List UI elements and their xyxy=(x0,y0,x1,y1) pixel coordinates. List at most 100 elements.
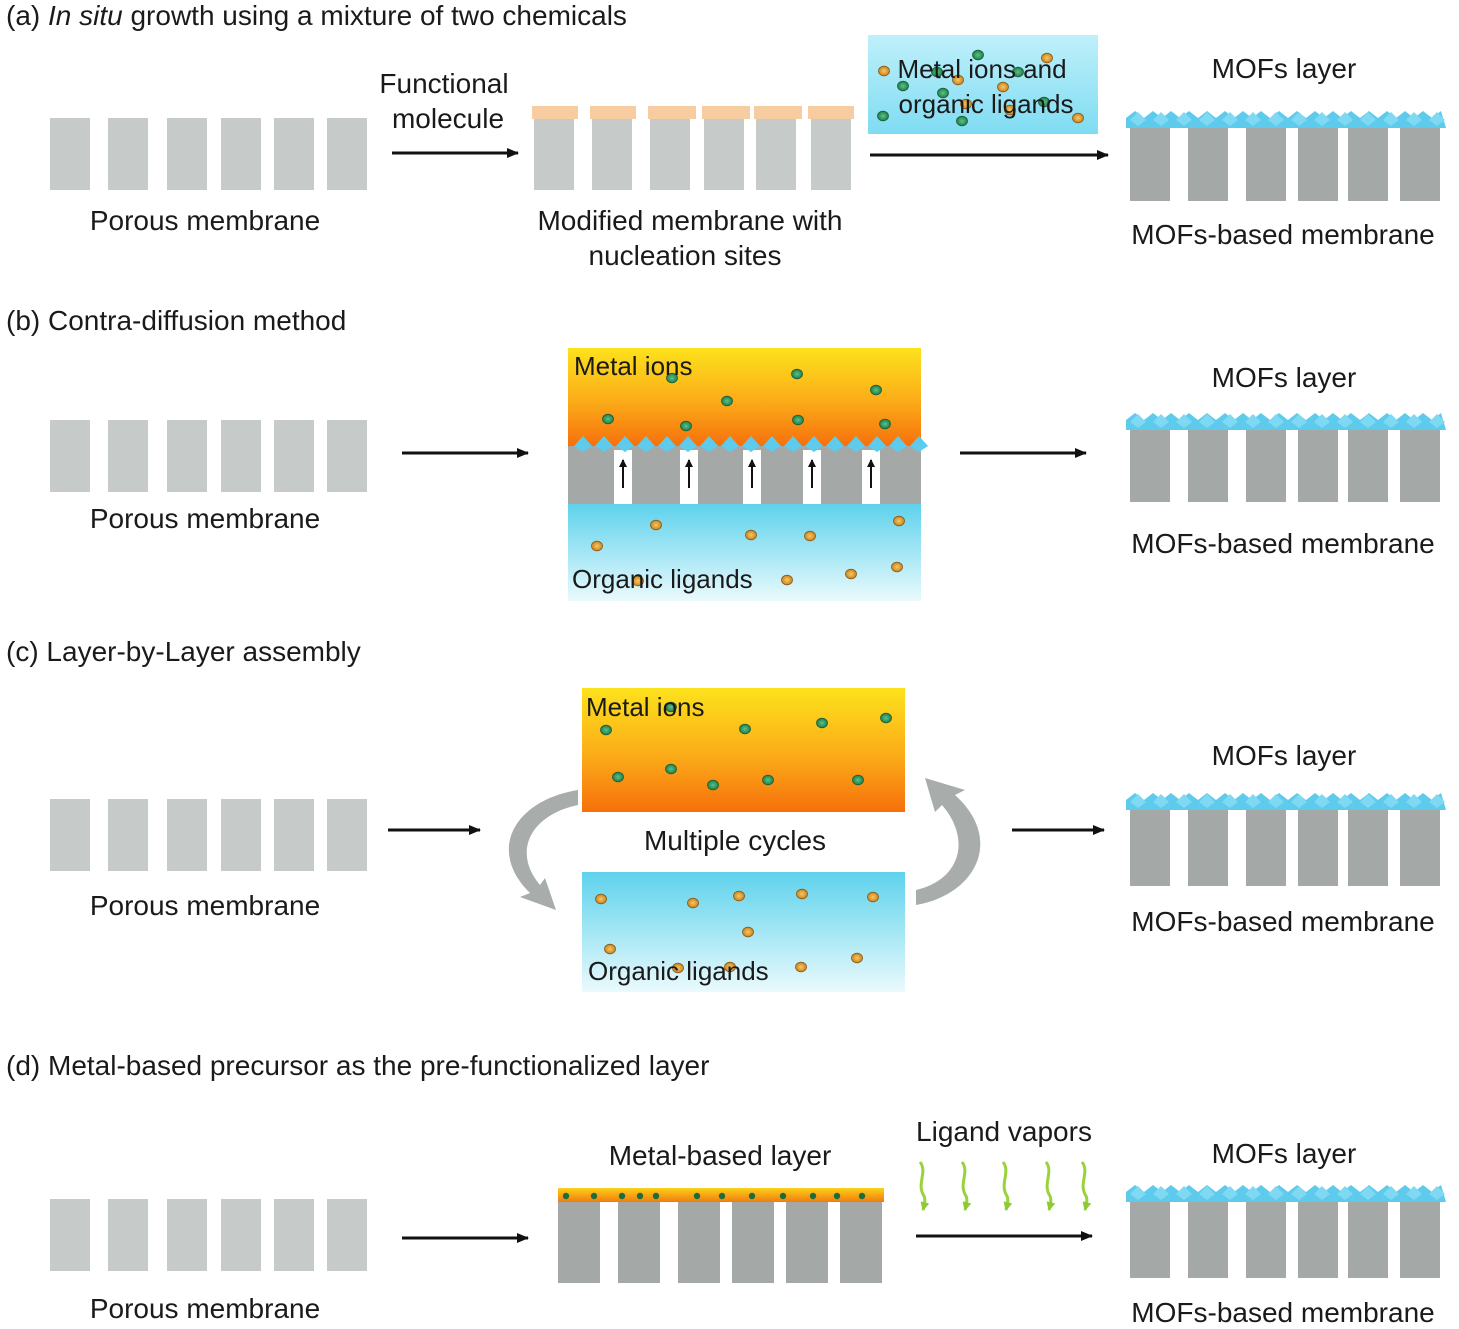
ligand-dot xyxy=(672,962,684,974)
modified-pore-wall xyxy=(650,118,690,190)
panel-c-particle xyxy=(851,952,863,964)
panel-d-porous-label: Porous membrane xyxy=(89,1293,321,1324)
metal-layer-dot xyxy=(693,1192,701,1200)
mof-membrane-column xyxy=(1188,426,1228,502)
mof-crystal xyxy=(1268,794,1284,808)
metal-ion-dot xyxy=(877,110,889,122)
metal-ion-dot xyxy=(956,115,968,127)
panel-c-porous-label: Porous membrane xyxy=(89,890,321,921)
mof-crystal xyxy=(1314,112,1330,126)
panel-d-vapor-label: Ligand vapors xyxy=(916,1116,1092,1147)
panel-a-mofs-membrane xyxy=(1126,111,1446,201)
porous-pore-wall xyxy=(274,118,314,190)
mof-membrane-column xyxy=(1348,426,1388,502)
ligand-dot xyxy=(893,515,905,527)
panel-b-porous-membrane xyxy=(50,420,367,492)
panel-b-particle xyxy=(891,561,903,573)
panel-d-mofs-membrane-label: MOFs-based membrane xyxy=(1131,1297,1435,1328)
panel-c-title: (c) Layer-by-Layer assembly xyxy=(6,636,361,667)
panel-c-ligand-label: Organic ligands xyxy=(588,956,769,986)
panel-a-particle xyxy=(1012,66,1024,78)
mof-crystal xyxy=(1199,112,1215,126)
porous-pore-wall xyxy=(50,1199,90,1271)
ligand-dot xyxy=(1072,112,1084,124)
porous-pore-wall xyxy=(167,1199,207,1271)
metal-layer-dot xyxy=(636,1192,644,1200)
panel-c-particle xyxy=(733,890,745,902)
metal-ion-dot xyxy=(931,66,943,78)
metal-layer-dot xyxy=(562,1192,570,1200)
panel-a-particle xyxy=(956,115,968,127)
panel-b-ligand-solution xyxy=(568,504,921,601)
panel-b-mof-crystal xyxy=(721,436,739,452)
ligand-dot xyxy=(650,519,662,531)
metal-ion-dot xyxy=(600,724,612,736)
panel-c-particle xyxy=(687,897,699,909)
panel-b-mof-crystal xyxy=(574,436,592,452)
panel-d-ligand-vapor xyxy=(1001,1161,1013,1212)
metal-layer-dot xyxy=(652,1192,660,1200)
panel-c-particle xyxy=(612,771,624,783)
porous-pore-wall xyxy=(167,799,207,871)
mof-crystal xyxy=(1222,112,1238,126)
ligand-dot xyxy=(891,561,903,573)
nucleation-site xyxy=(808,106,854,119)
mof-membrane-column xyxy=(1400,806,1440,886)
panel-a-porous-label: Porous membrane xyxy=(89,205,321,236)
panel-c-particle xyxy=(796,888,808,900)
metal-ion-dot xyxy=(665,701,677,713)
mof-crystal xyxy=(1360,112,1376,126)
mof-crystal xyxy=(1222,414,1238,428)
panel-b-mofs-membrane xyxy=(1126,413,1446,502)
mof-crystal xyxy=(1291,112,1307,126)
panel-b-mof-crystal xyxy=(910,436,928,452)
mof-membrane-column xyxy=(1246,806,1286,886)
modified-pore-wall xyxy=(592,118,632,190)
mof-membrane-column xyxy=(1188,1198,1228,1278)
porous-pore-wall xyxy=(274,420,314,492)
panel-b-particle xyxy=(721,395,733,407)
porous-pore-wall xyxy=(327,420,367,492)
mof-crystal xyxy=(1130,112,1146,126)
mof-crystal xyxy=(1429,414,1445,428)
panel-b-particle xyxy=(591,540,603,552)
panel-b-mof-crystal xyxy=(679,436,697,452)
mof-crystal xyxy=(1337,414,1353,428)
panel-b-title: (b) Contra-diffusion method xyxy=(6,305,347,336)
metal-ion-dot xyxy=(880,712,892,724)
panel-c-porous-membrane xyxy=(50,799,367,871)
mof-crystal xyxy=(1406,414,1422,428)
mof-membrane-column xyxy=(1130,426,1170,502)
metal-ion-dot xyxy=(739,723,751,735)
panel-a-particle xyxy=(877,110,889,122)
panel-a-solution-label-2: organic ligands xyxy=(898,89,1074,119)
panel-b-particle xyxy=(870,384,882,396)
panel-a-title-rest: growth using a mixture of two chemicals xyxy=(122,0,627,31)
mof-crystal xyxy=(1130,1186,1146,1200)
mof-crystal xyxy=(1199,414,1215,428)
metal-membrane-column xyxy=(840,1200,882,1283)
panel-c-mofs-layer-label: MOFs layer xyxy=(1211,740,1357,771)
porous-pore-wall xyxy=(327,799,367,871)
ligand-dot xyxy=(742,926,754,938)
mof-crystal xyxy=(1314,1186,1330,1200)
mof-membrane-column xyxy=(1298,1198,1338,1278)
nucleation-site xyxy=(590,106,636,119)
panel-b-ligand-label: Organic ligands xyxy=(572,564,753,594)
panel-a-title-prefix: (a) xyxy=(6,0,48,31)
mof-membrane-column xyxy=(1348,806,1388,886)
mof-crystal xyxy=(1245,112,1261,126)
porous-pore-wall xyxy=(50,118,90,190)
panel-c-particle xyxy=(880,712,892,724)
mof-crystal xyxy=(1291,1186,1307,1200)
mof-crystal xyxy=(1406,794,1422,808)
panel-b-mof-crystal xyxy=(889,436,907,452)
panel-b-particle xyxy=(602,413,614,425)
metal-ion-dot xyxy=(792,414,804,426)
ligand-dot xyxy=(845,568,857,580)
metal-ion-dot xyxy=(666,372,678,384)
mof-membrane-column xyxy=(1130,806,1170,886)
panel-c-particle xyxy=(795,961,807,973)
metal-layer-dot xyxy=(590,1192,598,1200)
metal-membrane-column xyxy=(558,1200,600,1283)
